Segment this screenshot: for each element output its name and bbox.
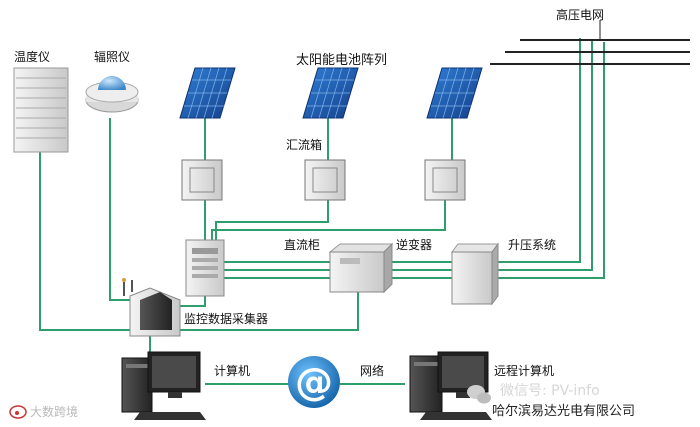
dc-monitor-wire bbox=[180, 296, 206, 307]
at-sign-icon: @ bbox=[288, 356, 340, 408]
wechat-icon bbox=[467, 385, 491, 404]
grid-lines bbox=[490, 20, 690, 65]
high-voltage-grid-label: 高压电网 bbox=[556, 8, 605, 22]
thermometer-label: 温度仪 bbox=[14, 50, 51, 64]
svg-text:@: @ bbox=[295, 360, 333, 404]
solar-panel-icon-2 bbox=[302, 67, 359, 119]
watermark-left: 大数跨境 bbox=[30, 405, 79, 419]
up-grid-2 bbox=[494, 40, 593, 271]
combiner3-wire bbox=[211, 200, 446, 240]
thermometer-wire bbox=[39, 150, 130, 331]
step-up-system-icon bbox=[451, 242, 499, 306]
remote-computer-icon bbox=[409, 351, 492, 420]
combiner-box-label: 汇流箱 bbox=[286, 138, 323, 152]
watermark-company: 哈尔滨易达光电有限公司 bbox=[492, 404, 636, 419]
irradiance-wire bbox=[109, 118, 130, 301]
inverter-label: 逆变器 bbox=[396, 238, 433, 252]
dc-cabinet-label: 直流柜 bbox=[284, 238, 321, 252]
combiner-box-icon-2 bbox=[304, 159, 346, 201]
up-grid-3 bbox=[494, 42, 605, 279]
computer-label: 计算机 bbox=[214, 364, 251, 378]
step-up-system-label: 升压系统 bbox=[508, 238, 557, 252]
network-label: 网络 bbox=[360, 364, 385, 378]
up-grid-1 bbox=[494, 38, 581, 263]
combiner-box-icon-3 bbox=[424, 159, 466, 201]
thermometer-icon bbox=[13, 67, 69, 153]
data-collector-icon bbox=[122, 278, 181, 337]
dc-cabinet-icon bbox=[185, 239, 225, 297]
combiner2-wire bbox=[215, 200, 329, 240]
monitor-collector-label: 监控数据采集器 bbox=[184, 312, 269, 326]
irradiance-meter-icon bbox=[85, 76, 139, 113]
inv-monitor-wire bbox=[180, 290, 359, 331]
weibo-icon bbox=[9, 405, 27, 419]
wiring bbox=[39, 38, 605, 385]
inverter-icon bbox=[328, 242, 394, 294]
irradiance-meter-label: 辐照仪 bbox=[94, 50, 131, 64]
solar-array-label: 太阳能电池阵列 bbox=[296, 53, 388, 68]
solar-panel-icon-1 bbox=[179, 67, 236, 119]
remote-computer-label: 远程计算机 bbox=[494, 364, 555, 378]
combiner-box-icon-1 bbox=[181, 159, 223, 201]
watermark-wechat-id: 微信号: PV-info bbox=[500, 383, 600, 399]
computer-icon bbox=[121, 351, 206, 420]
solar-panel-icon-3 bbox=[426, 67, 483, 119]
